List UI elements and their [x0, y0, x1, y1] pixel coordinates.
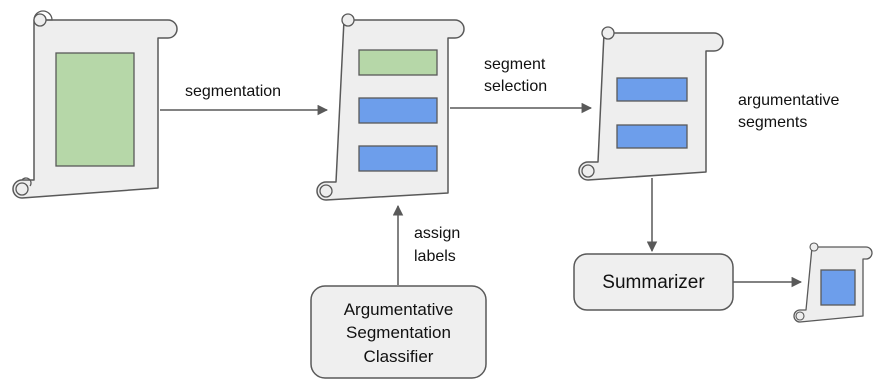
- segment-selection-label-line1: segment: [484, 56, 546, 73]
- argumentative-segments-label-line1: argumentative: [738, 92, 839, 109]
- segment-blue-1: [358, 97, 438, 124]
- input-document-scroll: [12, 10, 178, 199]
- selected-segment-2: [616, 124, 688, 149]
- segmentation-label: segmentation: [185, 83, 281, 100]
- assign-labels-label-line1: assign: [414, 225, 460, 242]
- summarizer-label: Summarizer: [602, 272, 705, 293]
- segment-selection-label-line2: selection: [484, 78, 547, 95]
- segmented-document-scroll: [316, 13, 465, 201]
- summary-scroll: [793, 242, 873, 323]
- classifier-label-line1: Argumentative: [344, 300, 454, 319]
- assign-labels-label-line2: labels: [414, 248, 456, 265]
- classifier-label-line3: Classifier: [364, 347, 434, 366]
- summary-block: [820, 269, 856, 306]
- argumentative-segments-label-line2: segments: [738, 114, 807, 131]
- classifier-label-line2: Segmentation: [346, 323, 451, 342]
- classifier-box: Argumentative Segmentation Classifier: [310, 285, 487, 379]
- segment-blue-2: [358, 145, 438, 172]
- selected-segment-1: [616, 77, 688, 102]
- argumentative-segments-scroll: [578, 26, 724, 181]
- document-text-block: [55, 52, 135, 167]
- summarizer-box: Summarizer: [573, 253, 734, 311]
- segment-green: [358, 49, 438, 76]
